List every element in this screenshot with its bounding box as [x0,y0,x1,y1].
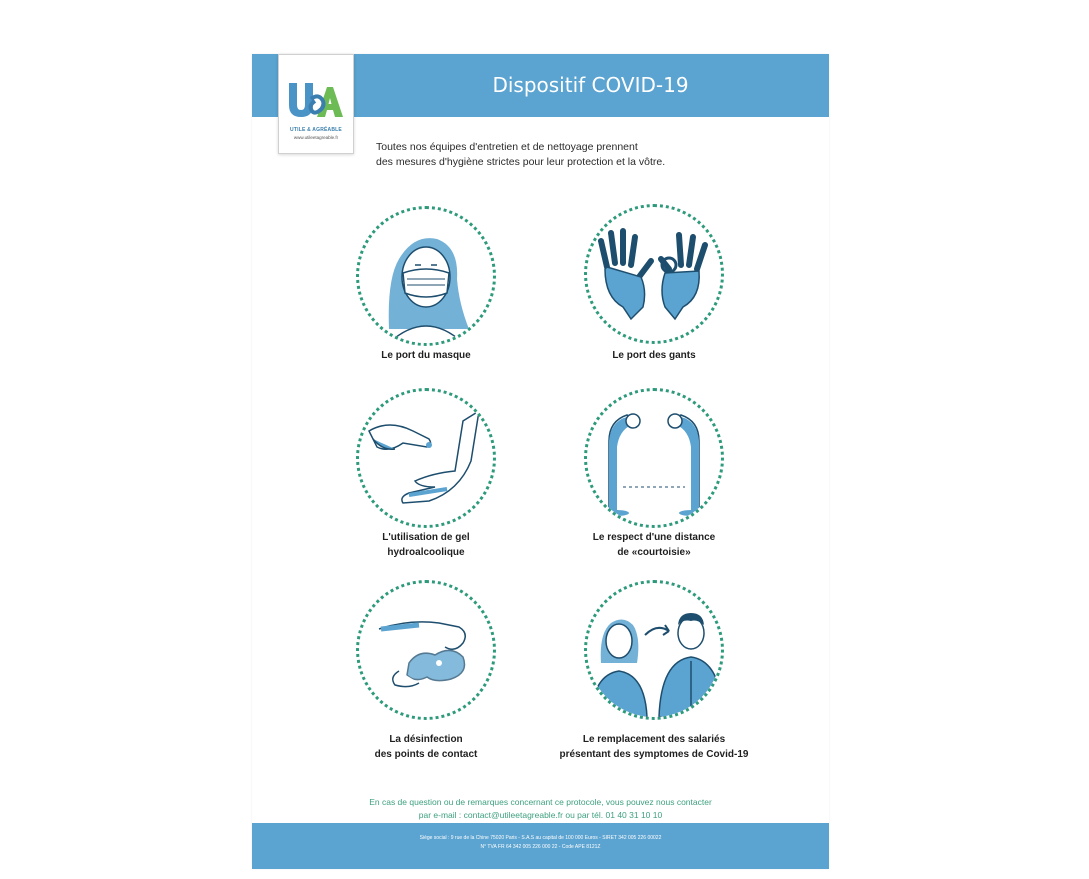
caption-distance: Le respect d'une distance de «courtoisie… [592,532,716,558]
contact-line-1: En cas de question ou de remarques conce… [369,797,712,807]
caption-mask: Le port du masque [381,350,471,361]
covid-poster: Dispositif COVID-19 UTILE & AGRÉABLE www… [252,54,829,869]
gloves-icon [584,204,724,344]
page-title: Dispositif COVID-19 [492,73,689,97]
distance-icon [584,388,724,528]
footer-line-1: Siège social : 9 rue de la Chine 75020 P… [419,835,662,841]
logo-mark-icon [289,83,343,117]
caption-gel: L'utilisation de gel hydroalcoolique [382,532,470,558]
caption-gloves: Le port des gants [612,350,696,361]
company-logo: UTILE & AGRÉABLE www.utileetagreable.fr [278,54,354,154]
disinfection-icon [356,580,496,720]
footer-legal: Siège social : 9 rue de la Chine 75020 P… [252,834,829,852]
contact-line-2: par e-mail : contact@utileetagreable.fr … [418,810,663,820]
replacement-icon [584,580,724,720]
footer-band: Siège social : 9 rue de la Chine 75020 P… [252,823,829,869]
logo-website: www.utileetagreable.fr [293,135,339,140]
intro-line-2: des mesures d'hygiène strictes pour leur… [376,156,666,168]
contact-info: En cas de question ou de remarques conce… [282,796,799,822]
caption-disinfection: La désinfection des points de contact [374,734,478,760]
intro-text: Toutes nos équipes d'entretien et de net… [376,140,796,170]
caption-replacement: Le remplacement des salariés présentant … [559,734,749,760]
face-mask-icon [356,206,496,346]
footer-line-2: N° TVA FR 64 342 005 226 000 22 - Code A… [480,844,601,850]
logo-tagline: UTILE & AGRÉABLE [290,127,342,133]
hand-gel-icon [356,388,496,528]
intro-line-1: Toutes nos équipes d'entretien et de net… [376,141,638,153]
